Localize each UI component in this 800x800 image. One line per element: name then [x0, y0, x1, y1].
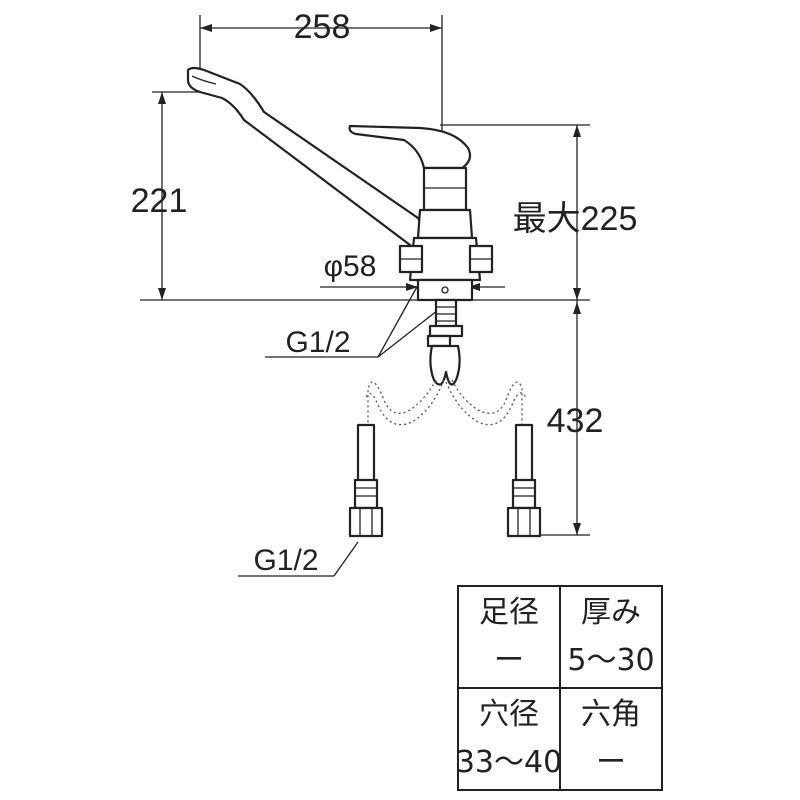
- supply-pipe-left: [348, 423, 384, 538]
- lower-body: [416, 208, 474, 240]
- spout: [186, 66, 432, 250]
- upper-body: [422, 166, 468, 212]
- hex-value: ー: [596, 745, 626, 780]
- dimension-221: 221: [131, 91, 200, 300]
- hex-label: 六角: [581, 697, 641, 732]
- hose-right-outer: [445, 381, 527, 426]
- thread-upper-callout: G1/2: [265, 284, 471, 359]
- foot-diameter-value: ー: [494, 643, 524, 678]
- supply-pipe-right: [506, 423, 542, 538]
- dimension-max-225: 最大225: [440, 124, 638, 300]
- thickness-value: 5〜30: [567, 643, 654, 678]
- thread-lower-label: G1/2: [253, 544, 318, 577]
- thread-lower-callout: G1/2: [238, 541, 359, 577]
- dimension-221-label: 221: [131, 182, 188, 220]
- hole-diameter-value: 33〜40: [456, 745, 562, 780]
- dimension-diameter-58-label: φ58: [324, 250, 377, 283]
- hose-right: [451, 379, 523, 425]
- hose-split: [429, 344, 461, 386]
- hose-left: [367, 379, 437, 425]
- faucet-body: [186, 66, 494, 386]
- hole-diameter-label: 穴径: [479, 697, 539, 732]
- thread-upper-label: G1/2: [285, 326, 350, 359]
- thickness-label: 厚み: [581, 595, 641, 630]
- dimension-432: 432: [540, 300, 604, 536]
- dimension-diameter-58: φ58: [320, 250, 505, 291]
- handle-lever: [348, 124, 472, 170]
- dimension-432-label: 432: [547, 402, 604, 440]
- spec-table: 足径 ー 厚み 5〜30 穴径 33〜40 六角 ー: [456, 585, 663, 791]
- dimension-258: 258: [199, 8, 443, 145]
- dimension-max-225-label: 最大225: [513, 200, 638, 238]
- foot-diameter-label: 足径: [479, 595, 539, 630]
- hose-left-outer: [364, 379, 445, 426]
- dimension-258-label: 258: [294, 8, 351, 46]
